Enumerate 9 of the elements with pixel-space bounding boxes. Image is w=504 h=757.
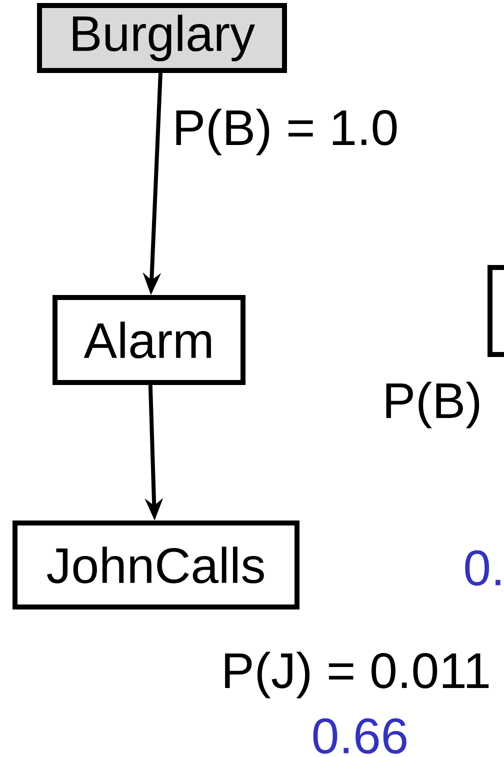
probability-label: P(B) = 1.0 [176,108,397,156]
box [488,265,504,357]
probability-label: P(J) = 0.011 [225,652,489,698]
node-box: Alarm [52,295,246,385]
node-box: JohnCalls [12,520,300,610]
shaded-box: Burglary [37,3,287,73]
probability-label: 0. [465,550,500,586]
probability-label: P(B) [386,382,480,428]
probability-label: 0.66 [313,718,406,754]
